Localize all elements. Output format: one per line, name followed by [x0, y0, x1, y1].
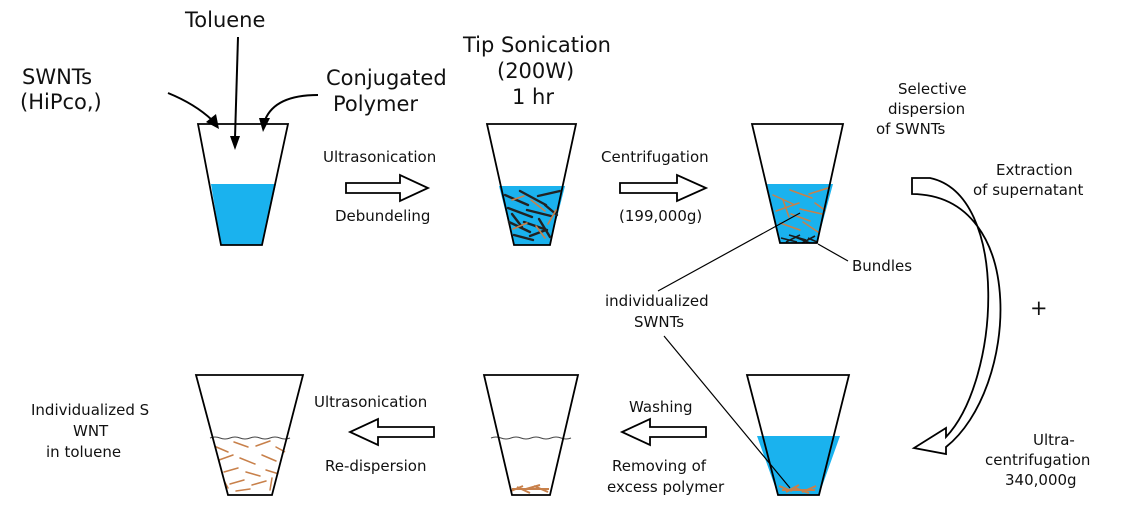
process-arrow-1 — [345, 173, 431, 203]
label-individualized: individualized — [605, 292, 709, 310]
label-polymer: Polymer — [333, 92, 419, 116]
label-excess-polymer: excess polymer — [607, 478, 725, 496]
label-dispersion: dispersion — [888, 100, 966, 118]
label-g-force-2: 340,000g — [1005, 471, 1077, 489]
label-duration: 1 hr — [512, 85, 554, 109]
label-re-dispersion: Re-dispersion — [325, 457, 427, 475]
label-plus: + — [1030, 296, 1048, 320]
label-ultracentrifugation: centrifugation — [985, 451, 1091, 469]
label-conjugated: Conjugated — [326, 66, 447, 90]
beaker-sonicated — [485, 123, 578, 246]
label-result-1: Individualized S — [31, 401, 150, 419]
label-g-force-1: (199,000g) — [619, 207, 703, 225]
label-individualized-swnts: SWNTs — [634, 313, 685, 331]
process-arrow-4 — [347, 417, 435, 447]
beaker-start — [196, 123, 290, 246]
bundle-sediment — [780, 234, 818, 244]
label-debundeling: Debundeling — [335, 207, 431, 225]
label-tip-sonication: Tip Sonication — [463, 33, 611, 57]
label-power: (200W) — [497, 59, 575, 83]
label-toluene: Toluene — [185, 8, 266, 32]
label-removing-of: Removing of — [612, 457, 707, 475]
label-supernatant: of supernatant — [973, 181, 1084, 199]
dispersed-tubes — [511, 195, 557, 239]
label-ultra: Ultra- — [1033, 431, 1075, 449]
label-ultrasonication-bottom: Ultrasonication — [314, 393, 428, 411]
label-bundles: Bundles — [852, 257, 913, 275]
label-result-3: in toluene — [46, 443, 122, 461]
label-extraction: Extraction — [996, 161, 1073, 179]
curved-arrow — [911, 177, 1002, 456]
beaker-dispersion — [750, 123, 845, 244]
label-of-swnts: of SWNTs — [876, 120, 946, 138]
beaker-washed — [482, 374, 580, 496]
label-washing: Washing — [629, 398, 693, 416]
process-arrow-2 — [619, 173, 709, 203]
pointer-lines — [657, 212, 849, 489]
label-hipco: (HiPco,) — [20, 90, 102, 114]
label-swnts: SWNTs — [22, 65, 93, 89]
input-arrows — [167, 36, 319, 150]
process-arrow-3 — [619, 417, 707, 447]
beaker-final — [194, 374, 305, 496]
beaker-ultracentrifuged — [745, 374, 851, 496]
label-result-2: WNT — [73, 422, 109, 440]
label-ultrasonication-top: Ultrasonication — [323, 148, 437, 166]
label-centrifugation: Centrifugation — [601, 148, 709, 166]
label-selective: Selective — [898, 80, 967, 98]
